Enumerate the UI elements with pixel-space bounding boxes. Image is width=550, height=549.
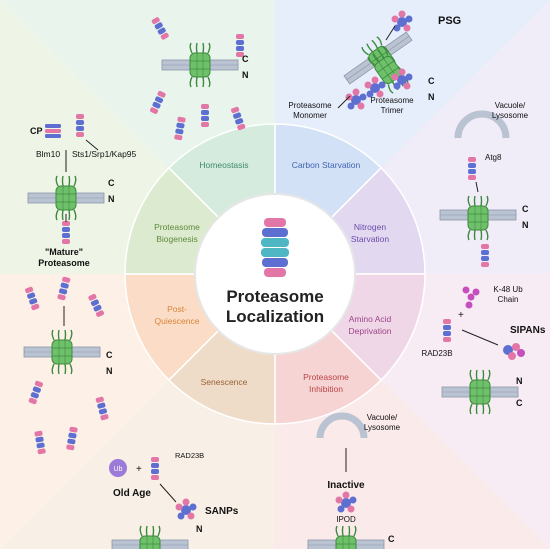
amino-n-label: N <box>516 376 523 386</box>
carbon-starvation-illustration: PSG Proteasome Monomer Proteasome Trimer… <box>288 10 461 120</box>
ring-label-homeostasis: Homeostasis <box>199 160 248 170</box>
amino-plus-label: + <box>458 310 464 321</box>
sipans-cluster-icon <box>503 343 525 360</box>
ring-label-postq-2: Quiescence <box>155 316 200 326</box>
amino-c-label: C <box>516 398 523 408</box>
proteasome-trimer-label-2: Trimer <box>381 106 404 115</box>
biogenesis-n-label: N <box>108 194 115 204</box>
sipans-label: SIPANs <box>510 325 546 336</box>
senescence-illustration: Ub + RAD23B Old Age SANPs N <box>109 451 239 549</box>
proteasome-monomer-label-2: Monomer <box>293 111 327 120</box>
ring-label-biogenesis-1: Proteasome <box>154 222 200 232</box>
category-ring <box>124 123 426 425</box>
carbon-n-label: N <box>428 92 435 102</box>
postq-n-label: N <box>106 366 113 376</box>
ub-label: Ub <box>114 466 123 473</box>
old-age-label: Old Age <box>113 488 151 499</box>
post-quiescence-illustration: C N <box>23 276 113 455</box>
inhibition-illustration: Vacuole/ Lysosome Inactive IPOD C <box>307 412 401 549</box>
ring-label-senescence: Senescence <box>201 377 248 387</box>
senescence-n-label: N <box>196 524 203 534</box>
inhibition-vacuole-label-2: Lysosome <box>364 423 401 432</box>
nitrogen-starvation-illustration: Vacuole/ Lysosome Atg8 C N <box>439 101 529 267</box>
senescence-plus-label: + <box>136 464 142 475</box>
ring-label-carbon-starvation: Carbon Starvation <box>292 160 361 170</box>
homeostasis-c-label: C <box>242 54 249 64</box>
atg8-label: Atg8 <box>485 153 502 162</box>
mature-label-2: Proteasome <box>38 258 90 268</box>
proteasome-monomer-label-1: Proteasome <box>288 101 332 110</box>
ring-label-biogenesis-2: Biogenesis <box>156 234 198 244</box>
sanps-label: SANPs <box>205 506 239 517</box>
cp-icon <box>45 124 61 138</box>
center-title-line2: Localization <box>226 307 324 326</box>
blm10-label: Blm10 <box>36 149 60 159</box>
amino-acid-illustration: K-48 Ub Chain + RAD23B SIPANs N C <box>421 285 546 415</box>
ipod-label: IPOD <box>336 515 356 524</box>
proteasome-trimer-label-1: Proteasome <box>370 96 414 105</box>
biogenesis-illustration: CP Blm10 Sts1/Srp1/Kap95 C N "Mature" Pr… <box>27 114 137 268</box>
k48-label-2: Chain <box>498 295 519 304</box>
ring-label-inhibition-1: Proteasome <box>303 372 349 382</box>
ring-label-postq-1: Post- <box>167 304 187 314</box>
ring-label-amino-1: Amino Acid <box>349 314 392 324</box>
senescence-rad23b-label: RAD23B <box>175 451 204 460</box>
sts1-label: Sts1/Srp1/Kap95 <box>72 149 137 159</box>
nitrogen-vacuole-label-1: Vacuole/ <box>495 101 526 110</box>
carbon-c-label: C <box>428 76 435 86</box>
biogenesis-c-label: C <box>108 178 115 188</box>
ring-label-nitrogen-1: Nitrogen <box>354 222 386 232</box>
center-title-line1: Proteasome <box>226 287 323 306</box>
nitrogen-c-label: C <box>522 204 529 214</box>
ring-label-nitrogen-2: Starvation <box>351 234 390 244</box>
vacuole-icon <box>454 110 510 139</box>
inactive-label: Inactive <box>327 480 365 491</box>
amino-rad23b-label: RAD23B <box>421 349 452 358</box>
psg-label: PSG <box>438 15 461 27</box>
inhibition-vacuole-icon <box>316 412 368 439</box>
nitrogen-vacuole-label-2: Lysosome <box>492 111 529 120</box>
center-proteasome-icon <box>261 218 289 277</box>
ring-label-amino-2: Deprivation <box>349 326 392 336</box>
ring-label-inhibition-2: Inhibition <box>309 384 343 394</box>
homeostasis-n-label: N <box>242 70 249 80</box>
k48-ub-chain-icon <box>462 286 480 309</box>
cp-label: CP <box>30 126 43 136</box>
mature-label-1: "Mature" <box>45 247 83 257</box>
nitrogen-n-label: N <box>522 220 529 230</box>
postq-c-label: C <box>106 350 113 360</box>
k48-label-1: K-48 Ub <box>493 285 523 294</box>
inhibition-vacuole-label-1: Vacuole/ <box>367 413 398 422</box>
homeostasis-illustration: C N <box>149 16 249 141</box>
ub-icon <box>109 459 127 477</box>
inhibition-c-label: C <box>388 534 395 544</box>
